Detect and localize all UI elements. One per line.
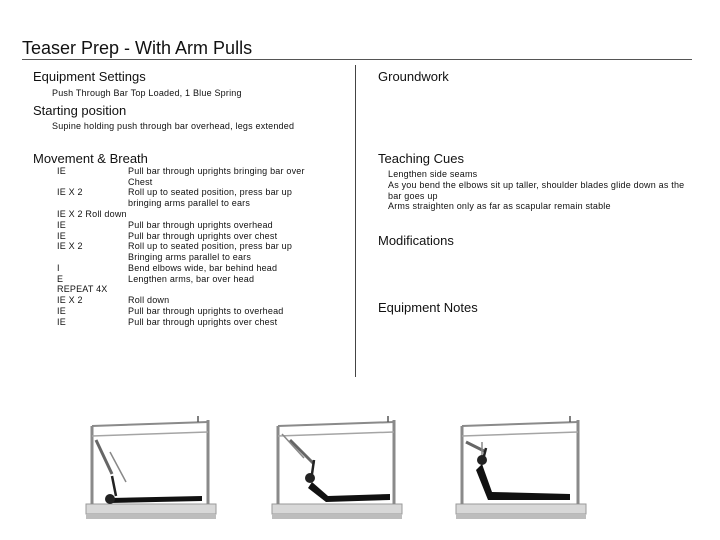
movement-step: IE — [57, 231, 66, 241]
modifications-heading: Modifications — [378, 233, 454, 248]
groundwork-heading: Groundwork — [378, 69, 449, 84]
movement-description: Roll down — [128, 295, 170, 305]
movement-breath-heading: Movement & Breath — [33, 151, 148, 166]
movement-step: IE X 2 — [57, 241, 83, 251]
equipment-settings-heading: Equipment Settings — [33, 69, 146, 84]
teaching-cue: Lengthen side seams — [388, 169, 478, 179]
movement-step: IE — [57, 166, 66, 176]
teaching-cue: As you bend the elbows sit up taller, sh… — [388, 180, 685, 201]
movement-description: Pull bar through uprights overhead — [128, 220, 273, 230]
movement-step: IE X 2 — [57, 295, 83, 305]
title-divider — [22, 59, 692, 60]
equipment-notes-heading: Equipment Notes — [378, 300, 478, 315]
movement-description: Roll up to seated position, press bar up… — [128, 241, 293, 262]
movement-step: IE X 2 — [57, 187, 83, 197]
exercise-photo-roll-up — [271, 416, 403, 519]
starting-position-heading: Starting position — [33, 103, 127, 118]
page-title: Teaser Prep - With Arm Pulls — [22, 38, 253, 58]
movement-description: Pull bar through uprights over chest — [128, 231, 278, 241]
teaching-cue: Arms straighten only as far as scapular … — [388, 201, 611, 211]
exercise-photo-supine — [85, 416, 217, 519]
movement-description: Lengthen arms, bar over head — [128, 274, 255, 284]
movement-step: I — [57, 263, 60, 273]
movement-step: IE X 2 Roll down — [57, 209, 127, 219]
exercise-photo-seated — [455, 416, 587, 519]
movement-description: Pull bar through uprights bringing bar o… — [128, 166, 305, 187]
movement-description: Bend elbows wide, bar behind head — [128, 263, 278, 273]
movement-step: IE — [57, 317, 66, 327]
movement-step: IE — [57, 306, 66, 316]
movement-step: E — [57, 274, 64, 284]
movement-description: Roll up to seated position, press bar up… — [128, 187, 293, 208]
equipment-settings-text: Push Through Bar Top Loaded, 1 Blue Spri… — [52, 88, 242, 98]
movement-description: Pull bar through uprights to overhead — [128, 306, 284, 316]
movement-description: Pull bar through uprights over chest — [128, 317, 278, 327]
column-divider — [355, 65, 356, 377]
movement-step: IE — [57, 220, 66, 230]
starting-position-text: Supine holding push through bar overhead… — [52, 121, 295, 131]
movement-step: REPEAT 4X — [57, 284, 108, 294]
teaching-cues-heading: Teaching Cues — [378, 151, 464, 166]
